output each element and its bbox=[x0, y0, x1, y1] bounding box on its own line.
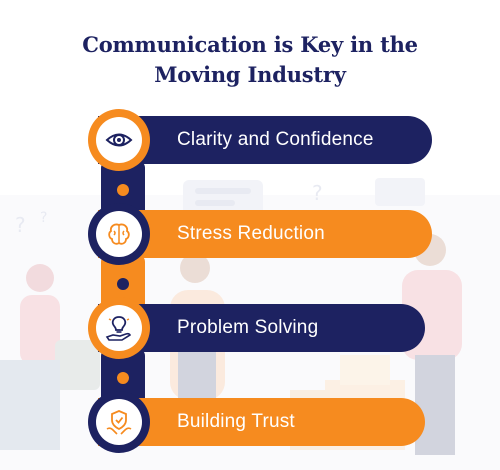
point-building-trust: Building Trust bbox=[98, 398, 425, 446]
point-stress-reduction: Stress Reduction bbox=[98, 210, 432, 258]
point-label: Stress Reduction bbox=[177, 223, 325, 244]
lightbulb-hand-icon bbox=[105, 316, 132, 341]
svg-text:?: ? bbox=[15, 213, 26, 237]
point-label: Problem Solving bbox=[177, 317, 319, 338]
brain-icon bbox=[108, 223, 130, 245]
page-title: Communication is Key in the Moving Indus… bbox=[0, 30, 500, 90]
eye-icon bbox=[105, 133, 133, 147]
point-clarity-and-confidence: Clarity and Confidence bbox=[98, 116, 432, 164]
icon-badge bbox=[88, 297, 150, 359]
title-line-1: Communication is Key in the bbox=[82, 32, 418, 57]
point-label: Building Trust bbox=[177, 411, 295, 432]
icon-badge bbox=[88, 391, 150, 453]
point-problem-solving: Problem Solving bbox=[98, 304, 425, 352]
svg-text:?: ? bbox=[312, 181, 323, 205]
point-label: Clarity and Confidence bbox=[177, 129, 374, 150]
svg-text:?: ? bbox=[40, 210, 47, 226]
icon-badge bbox=[88, 203, 150, 265]
title-line-2: Moving Industry bbox=[154, 62, 346, 87]
icon-badge bbox=[88, 109, 150, 171]
shield-hand-icon bbox=[106, 410, 132, 435]
